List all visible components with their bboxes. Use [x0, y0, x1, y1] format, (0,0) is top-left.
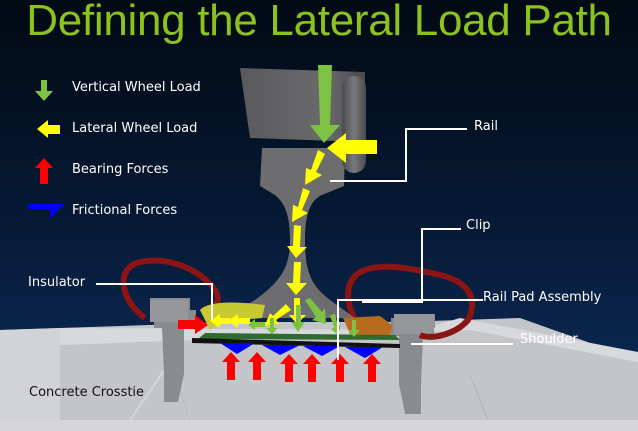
rail [225, 148, 355, 318]
callout-rail-pad-assembly: Rail Pad Assembly [483, 290, 602, 305]
yellow-left-arrow-icon [37, 120, 60, 138]
frictional-force-wedges [220, 343, 383, 358]
callout-rail: Rail [474, 119, 498, 134]
callout-concrete-crosstie: Concrete Crosstie [29, 385, 145, 400]
rail-pad [198, 333, 400, 340]
callout-lines [96, 128, 513, 360]
legend-bearing-forces: Bearing Forces [72, 162, 169, 177]
legend-vertical-wheel-load: Vertical Wheel Load [72, 80, 201, 95]
clip-left [120, 257, 221, 321]
vertical-wheel-load-arrow [310, 65, 340, 143]
shoulder-bearing-arrow [178, 315, 208, 334]
bearing-force-arrows [222, 352, 381, 382]
clip-right [345, 263, 475, 340]
shoulder-right [391, 314, 435, 414]
legend-frictional-forces: Frictional Forces [72, 203, 178, 218]
green-down-arrow-icon [35, 80, 53, 101]
blue-wedge-icon [28, 204, 64, 219]
callout-clip: Clip [466, 218, 491, 233]
lateral-wheel-load-arrow [327, 133, 377, 163]
red-up-arrow-icon [35, 158, 53, 184]
legend-lateral-wheel-load: Lateral Wheel Load [72, 121, 198, 136]
callout-insulator: Insulator [28, 275, 86, 290]
rail-pad-base [192, 338, 400, 348]
slide-title: Defining the Lateral Load Path [26, 0, 612, 45]
callout-shoulder: Shoulder [520, 332, 578, 347]
pad-distribution-arrows [248, 298, 360, 337]
